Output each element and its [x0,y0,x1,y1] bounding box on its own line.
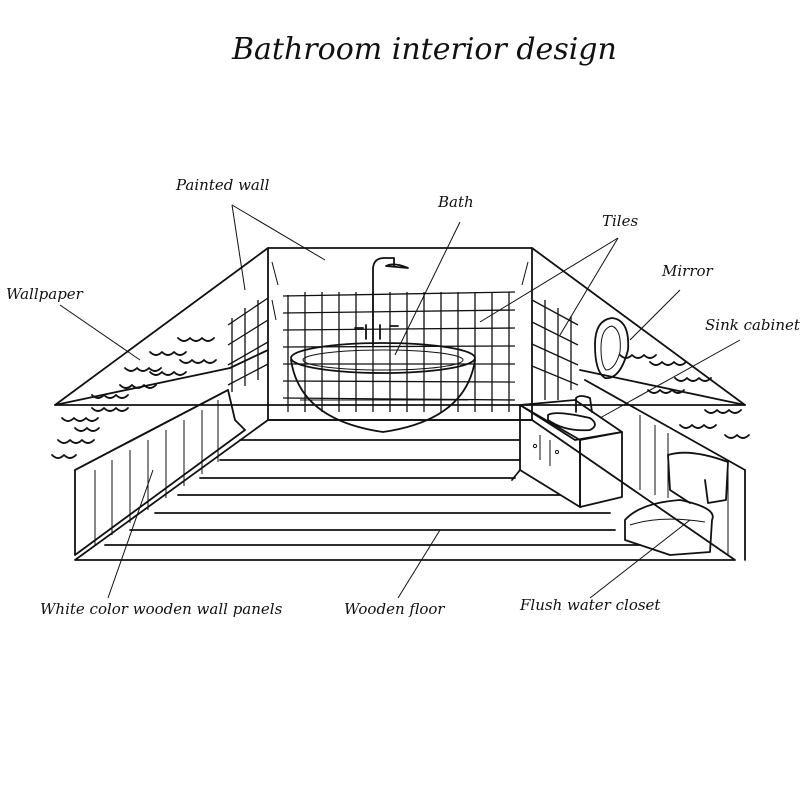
wooden-floor-leader [397,529,441,599]
room-outline [54,247,746,421]
sink-cabinet [511,395,623,508]
sink-cabinet-leader [599,339,741,419]
label-wooden-floor: Wooden floor [344,600,445,618]
toilet [624,451,729,556]
back-wall-tiles [282,291,516,412]
right-wall-panels [584,379,746,561]
leader-lines [59,204,741,599]
left-wall-tiles [227,297,269,392]
painted-wall [271,261,529,321]
painted-wall-leader-2 [231,204,246,291]
mirror-leader [629,289,681,341]
label-mirror: Mirror [662,262,713,280]
label-painted-wall: Painted wall [176,176,270,194]
label-flush-water-closet: Flush water closet [520,596,661,614]
label-wall-panels: White color wooden wall panels [40,600,283,618]
mirror [594,317,630,379]
page-title: Bathroom interior design [232,32,617,67]
wooden-floor [74,419,736,561]
wall-panels-leader [107,469,154,599]
flush-water-closet-leader [589,519,691,599]
tiles-leader-1 [479,237,619,323]
left-wallpaper-pattern [51,337,217,459]
right-wall-tiles [531,299,579,400]
painted-wall-leader-1 [231,204,326,261]
right-panel-top [579,369,746,406]
wallpaper-leader [59,304,141,361]
label-wallpaper: Wallpaper [6,285,83,303]
left-wall-panels [74,389,246,556]
label-bath: Bath [438,193,474,211]
bathtub [290,257,476,433]
tiles-leader-2 [559,237,619,336]
label-tiles: Tiles [602,212,639,230]
bath-leader [394,221,461,356]
label-sink-cabinet: Sink cabinet [705,316,800,334]
